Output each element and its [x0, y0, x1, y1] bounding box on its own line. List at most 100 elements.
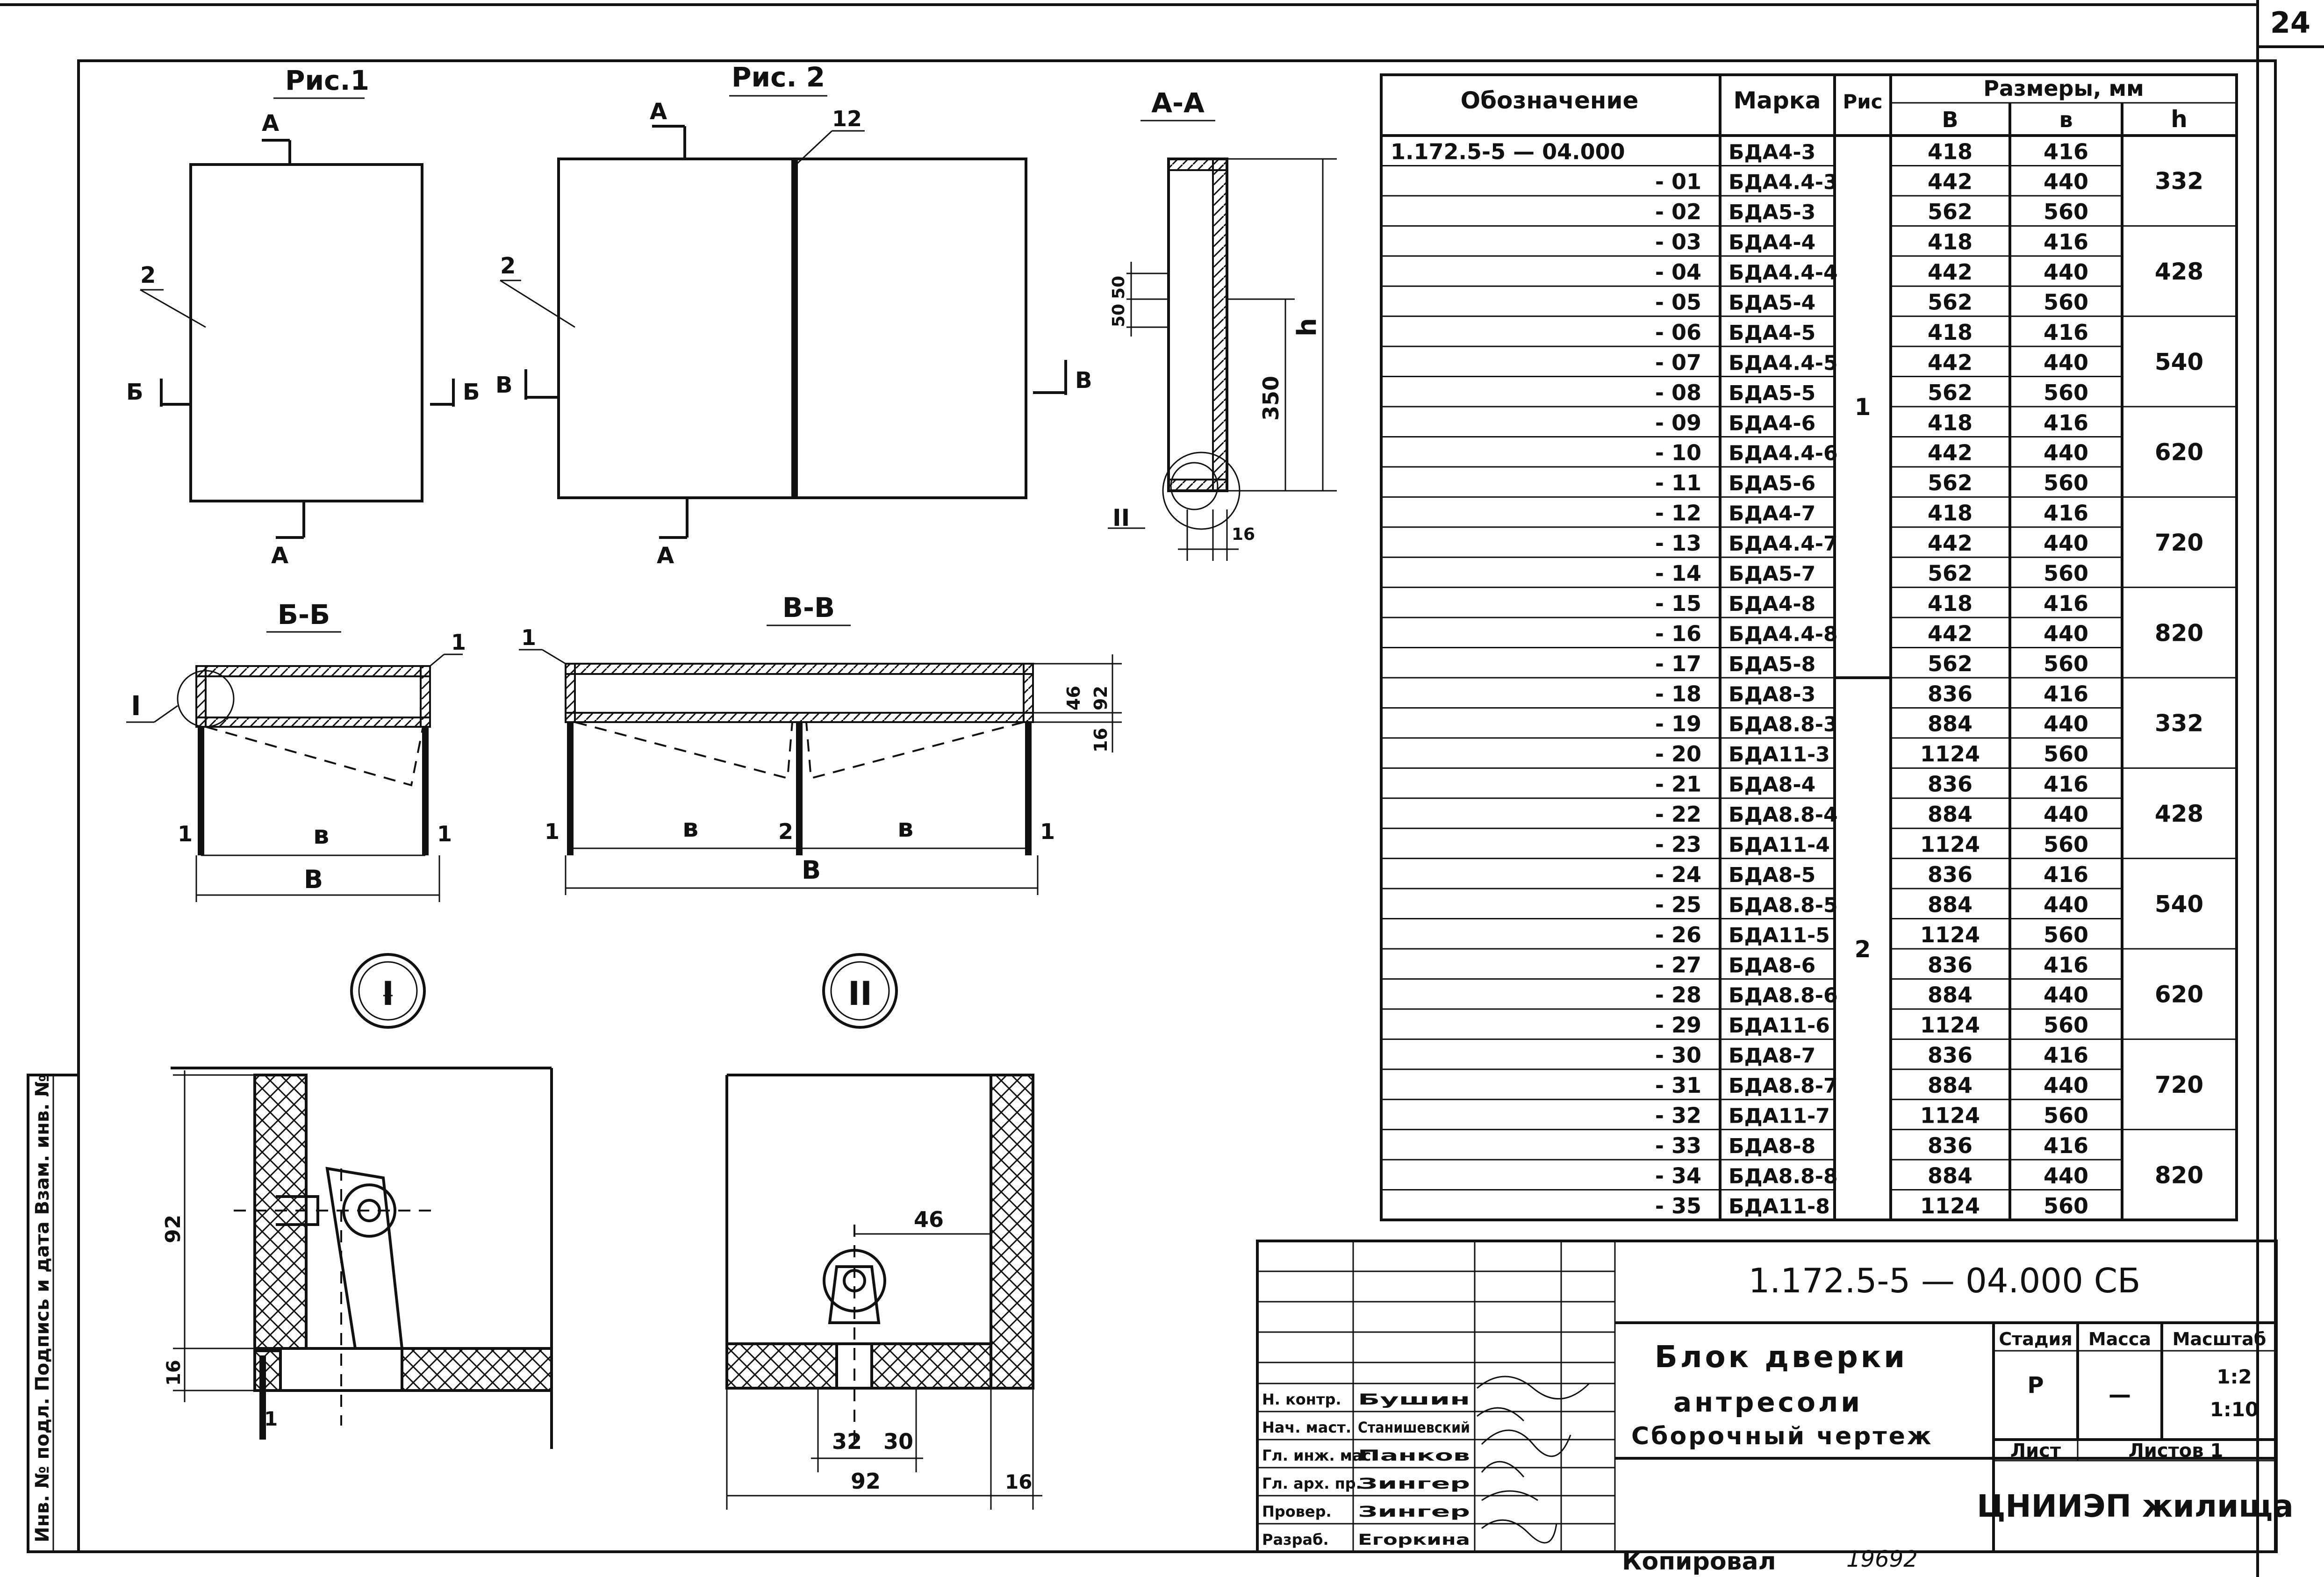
table-cell-designation: - 17	[1655, 651, 1701, 676]
table-cell-designation: - 21	[1655, 772, 1701, 797]
dim-50a: 50	[1109, 276, 1128, 299]
table-cell-designation: - 35	[1655, 1193, 1701, 1219]
table-cell-fig: 2	[1855, 936, 1871, 963]
table-cell-b: 440	[2044, 621, 2088, 646]
detail-i-dim-92: 92	[161, 1215, 185, 1243]
table-cell-B: 418	[1928, 139, 1973, 164]
table-cell-designation: - 20	[1655, 741, 1701, 767]
title-line-2: антресоли	[1673, 1386, 1863, 1418]
table-cell-b: 416	[2044, 410, 2088, 435]
table-cell-B: 442	[1928, 530, 1973, 556]
table-cell-mark: БДА11-8	[1729, 1195, 1830, 1219]
table-cell-b: 560	[2044, 651, 2088, 676]
table-cell-b: 440	[2044, 982, 2088, 1008]
table-cell-B: 836	[1928, 772, 1973, 797]
table-cell-b: 440	[2044, 1163, 2088, 1188]
table-cell-b: 416	[2044, 229, 2088, 255]
sheets-label: Листов 1	[2129, 1440, 2224, 1462]
table-cell-b: 560	[2044, 1103, 2088, 1128]
table-cell-designation: - 32	[1655, 1103, 1701, 1128]
table-cell-mark: БДА4.4-8	[1729, 622, 1838, 646]
table-cell-mark: БДА5-6	[1729, 472, 1815, 495]
table-cell-designation: - 34	[1655, 1163, 1701, 1188]
table-cell-designation: 1.172.5-5 — 04.000	[1391, 139, 1625, 164]
section-vv-pos-1-right: 1	[1040, 819, 1055, 844]
section-vv-dim-small-left: в	[682, 813, 698, 843]
signature-scribbles	[1477, 1376, 1590, 1544]
table-cell-b: 560	[2044, 380, 2088, 405]
table-cell-B: 884	[1928, 711, 1973, 737]
section-vv-pos-1-top: 1	[521, 625, 536, 650]
table-cell-mark: БДА5-8	[1729, 652, 1815, 676]
table-cell-B: 1124	[1920, 1012, 1980, 1038]
signature-role: Провер.	[1262, 1503, 1332, 1520]
table-cell-B: 562	[1928, 651, 1973, 676]
table-cell-mark: БДА11-4	[1729, 833, 1830, 857]
table-cell-b: 440	[2044, 892, 2088, 917]
signature-role: Нач. маст.	[1262, 1419, 1351, 1436]
table-cell-B: 884	[1928, 1163, 1973, 1188]
scale-value-1: 1:2	[2216, 1365, 2252, 1388]
doc-code: 1.172.5-5 — 04.000 СБ	[1749, 1261, 2141, 1300]
table-cell-h: 820	[2155, 1161, 2203, 1189]
table-cell-designation: - 05	[1655, 289, 1701, 315]
fig2-title: Рис. 2	[732, 61, 825, 93]
table-cell-mark: БДА4.4-6	[1729, 442, 1838, 466]
table-cell-mark: БДА8.8-6	[1729, 984, 1838, 1008]
table-cell-h: 428	[2155, 258, 2203, 285]
table-cell-designation: - 19	[1655, 711, 1701, 737]
table-cell-designation: - 02	[1655, 199, 1701, 224]
detail-ii-dim-30: 30	[883, 1429, 913, 1454]
table-cell-mark: БДА11-7	[1729, 1104, 1830, 1128]
table-cell-designation: - 03	[1655, 229, 1701, 255]
table-cell-designation: - 11	[1655, 470, 1701, 495]
table-cell-designation: - 31	[1655, 1073, 1701, 1098]
section-bb-title: Б-Б	[278, 599, 330, 631]
table-cell-designation: - 16	[1655, 621, 1701, 646]
table-cell-mark: БДА4.4-3	[1729, 171, 1838, 194]
copy-note: Копировал	[1622, 1548, 1776, 1576]
table-cell-b: 560	[2044, 289, 2088, 315]
table-cell-mark: БДА11-5	[1729, 924, 1830, 947]
fig2-cut-a-top: А	[650, 99, 667, 125]
table-cell-mark: БДА8.8-5	[1729, 893, 1838, 917]
table-cell-designation: - 24	[1655, 862, 1701, 887]
table-cell-mark: БДА5-3	[1729, 201, 1815, 224]
table-cell-b: 440	[2044, 530, 2088, 556]
copy-number: 19692	[1846, 1546, 1918, 1572]
signature-role: Гл. арх. пр.	[1262, 1475, 1362, 1492]
table-cell-mark: БДА8.8-7	[1729, 1074, 1838, 1098]
table-cell-B: 836	[1928, 1043, 1973, 1068]
table-header-designation: Обозначение	[1461, 87, 1639, 114]
table-cell-B: 884	[1928, 1073, 1973, 1098]
table-cell-mark: БДА8.8-8	[1729, 1164, 1838, 1188]
table-cell-B: 1124	[1920, 1193, 1980, 1219]
table-cell-B: 418	[1928, 229, 1973, 255]
section-vv-dim-46: 46	[1063, 686, 1084, 710]
table-cell-b: 440	[2044, 1073, 2088, 1098]
signature-name: Зингер	[1358, 1475, 1470, 1492]
table-cell-mark: БДА8.8-4	[1729, 803, 1838, 827]
mass-label: Масса	[2088, 1329, 2151, 1349]
table-cell-h: 332	[2155, 168, 2203, 195]
scale-label: Масштаб	[2173, 1329, 2267, 1349]
archive-stamp: Инв. № подл. Подпись и дата Взам. инв. №	[27, 1074, 80, 1553]
table-header-mark: Марка	[1734, 87, 1821, 114]
table-cell-B: 1124	[1920, 922, 1980, 947]
table-cell-b: 560	[2044, 832, 2088, 857]
table-cell-mark: БДА4.4-5	[1729, 351, 1838, 375]
detail-ii-marker: II	[848, 975, 872, 1013]
dim-350: 350	[1258, 376, 1284, 421]
table-cell-B: 562	[1928, 199, 1973, 224]
table-cell-b: 560	[2044, 922, 2088, 947]
table-cell-h: 540	[2155, 890, 2203, 918]
table-cell-h: 332	[2155, 710, 2203, 737]
archive-stamp-text: Инв. № подл. Подпись и дата Взам. инв. №	[32, 1075, 53, 1542]
table-cell-designation: - 13	[1655, 530, 1701, 556]
table-cell-designation: - 25	[1655, 892, 1701, 917]
figure-2: Рис. 2 12 А А В В 2	[495, 61, 1092, 569]
figure-1: Рис.1 А А Б Б 2	[126, 65, 480, 569]
fig2-pos-12: 12	[832, 106, 862, 131]
